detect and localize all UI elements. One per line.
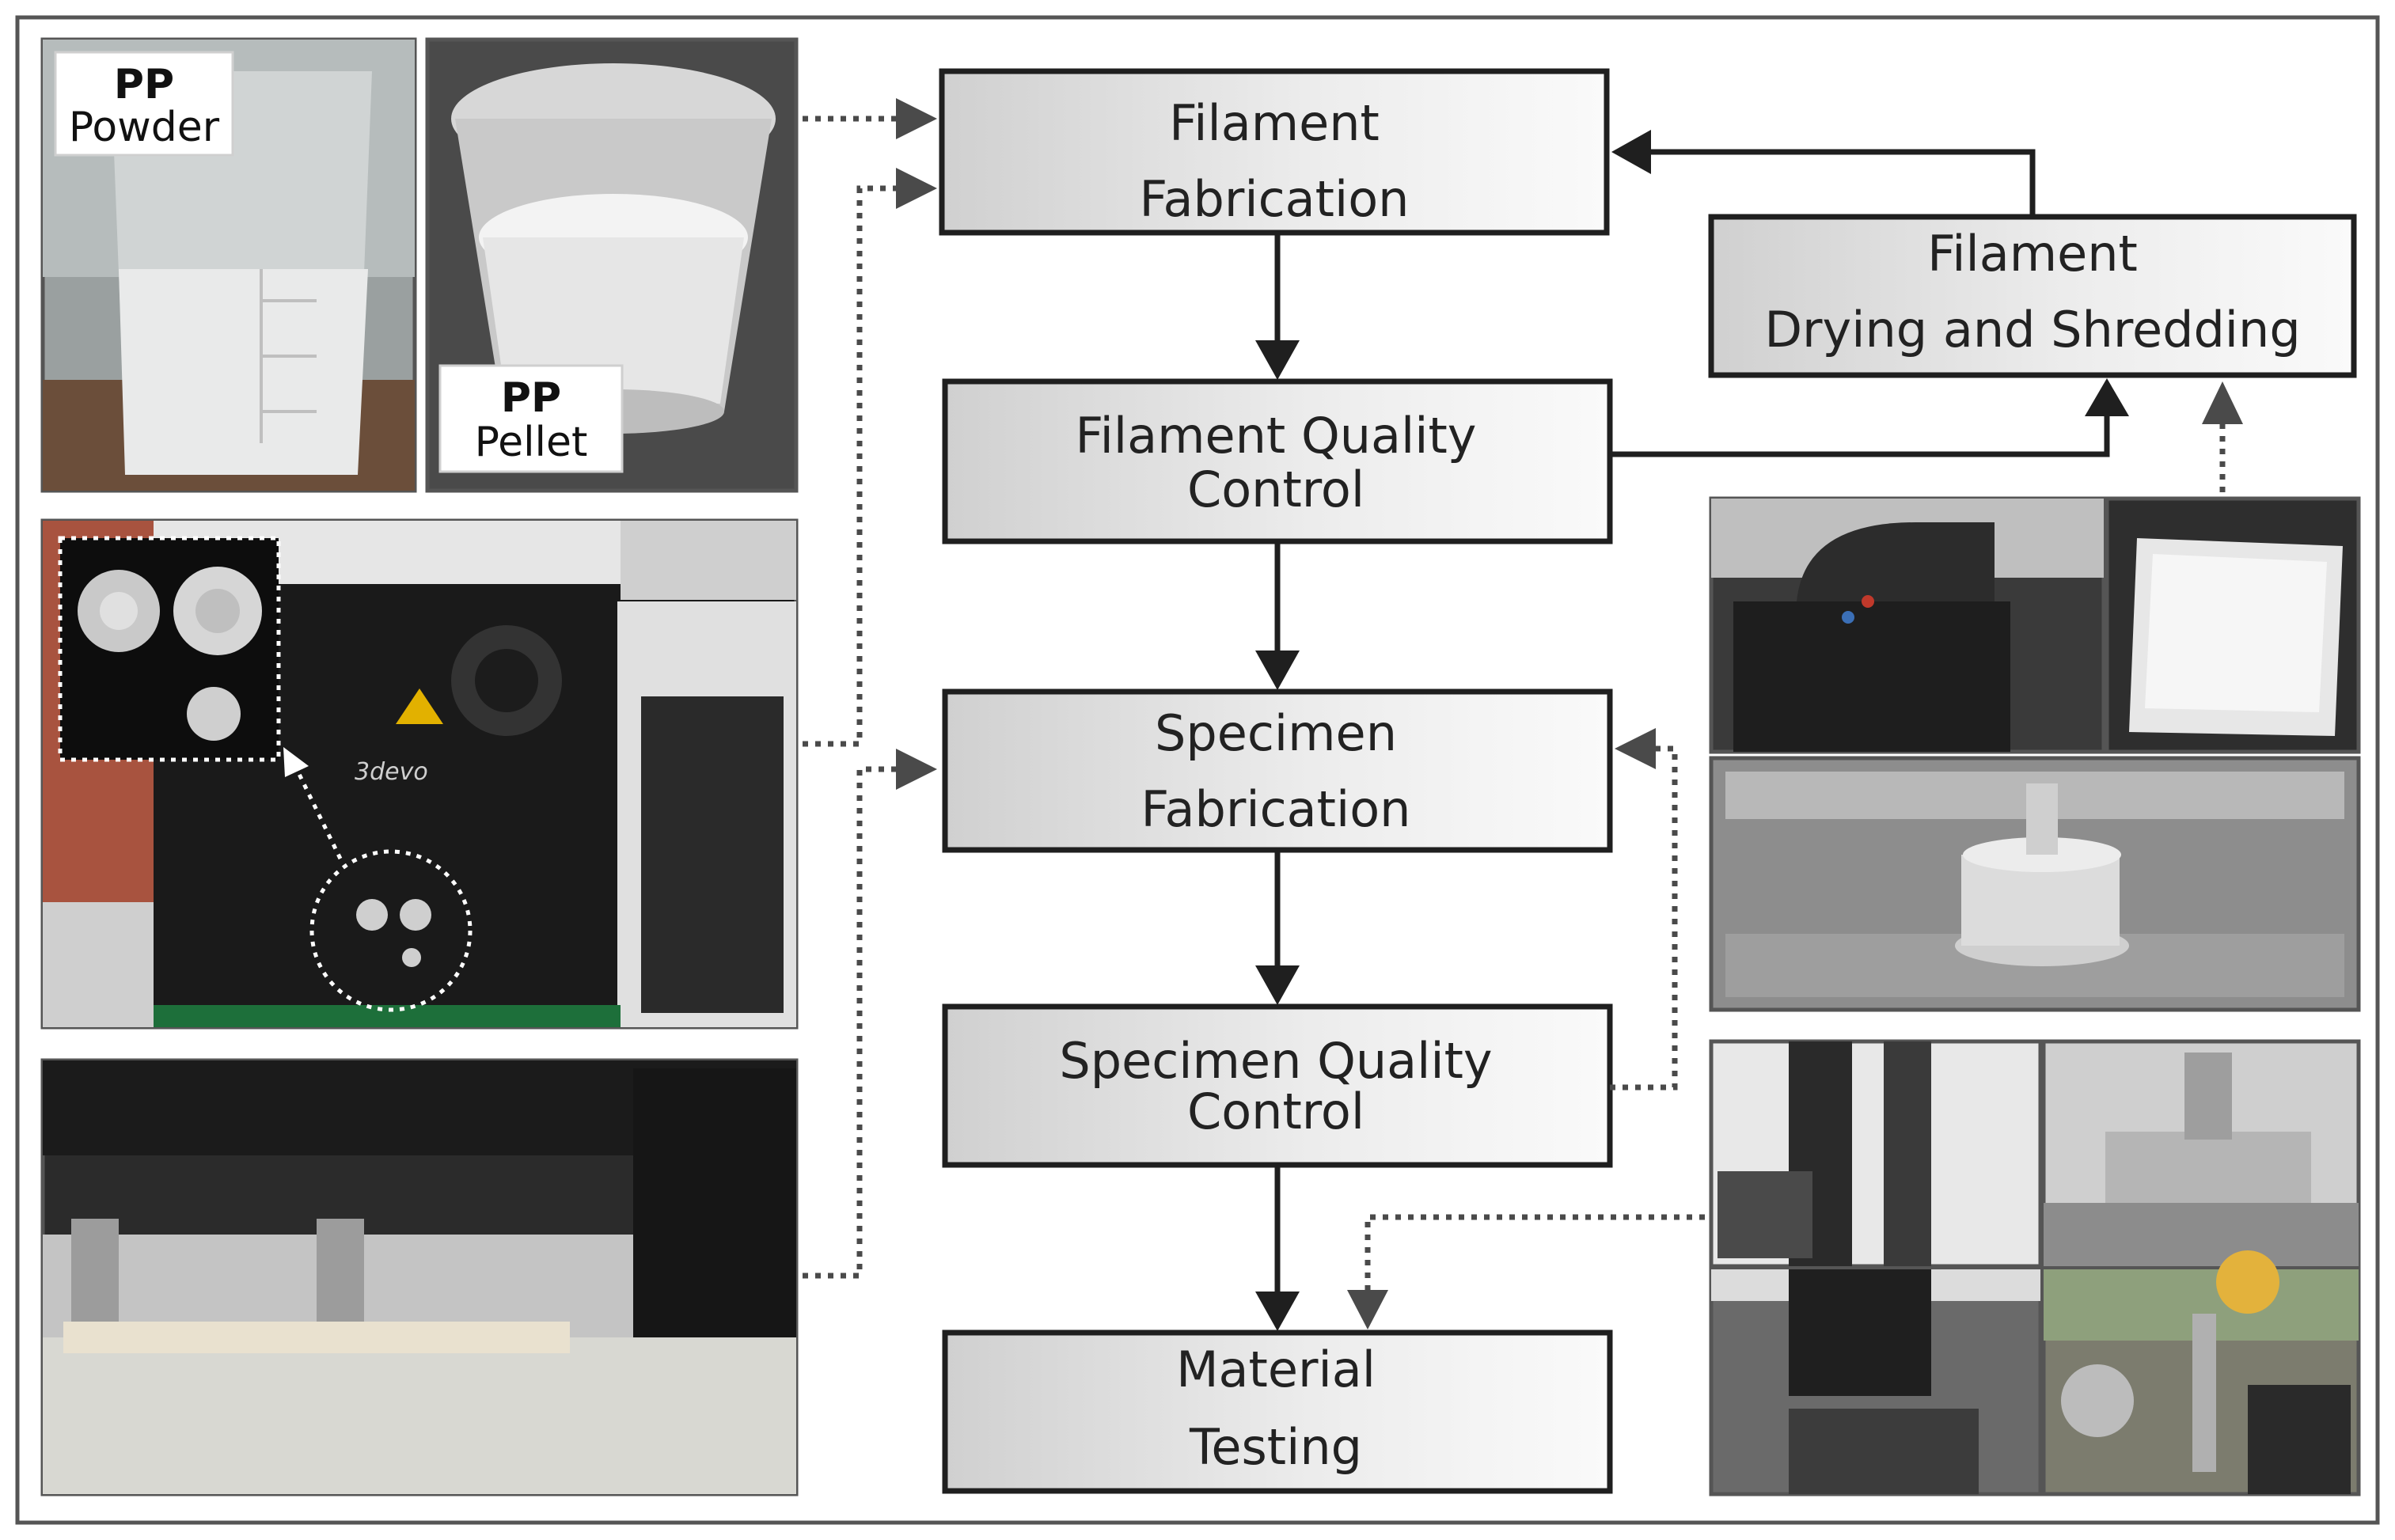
- box-filament-drying-shredding: Filament Drying and Shredding: [1708, 214, 2357, 378]
- box-specimen-quality-control-line2: Control: [1187, 1083, 1365, 1140]
- box-filament-drying-shredding-line2: Drying and Shredding: [1764, 301, 2300, 358]
- arrow-quality-to-drying: [1610, 412, 2110, 457]
- pp-pellet-label-line1: PP: [501, 374, 561, 422]
- flakes-photo: [2105, 496, 2361, 754]
- box-specimen-quality-control: Specimen Quality Control: [942, 1003, 1613, 1168]
- pp-powder-label-line1: PP: [114, 61, 174, 108]
- extruder-logo-text: 3devo: [355, 758, 428, 786]
- box-filament-fabrication-line1: Filament: [1169, 94, 1380, 152]
- pp-pellet-label-line2: Pellet: [475, 419, 588, 466]
- dotted-extruder-to-fabrication: [803, 185, 896, 747]
- box-specimen-fabrication: Specimen Fabrication: [942, 688, 1613, 853]
- box-filament-quality-control-line2: Control: [1187, 461, 1365, 518]
- extruder-photo: 3devo: [40, 518, 799, 1030]
- box-specimen-quality-control-line1: Specimen Quality: [1059, 1032, 1492, 1090]
- box-filament-quality-control: Filament Quality Control: [942, 378, 1613, 544]
- solid-arrows: [1274, 149, 2110, 1295]
- solid-arrow-heads: [1255, 130, 2129, 1331]
- box-material-testing-line1: Material: [1176, 1341, 1376, 1398]
- box-filament-drying-shredding-line1: Filament: [1927, 225, 2138, 283]
- oven-spool-photo: [1709, 756, 2361, 1012]
- shredder-photo: [1709, 496, 2106, 754]
- dotted-arrow-heads: [896, 98, 2243, 1329]
- arrow-drying-to-fabrication: [1648, 149, 2036, 217]
- box-filament-fabrication: Filament Fabrication: [939, 68, 1610, 236]
- box-filament-quality-control-line1: Filament Quality: [1076, 407, 1477, 465]
- pp-powder-label-line2: Powder: [69, 104, 220, 151]
- box-material-testing-line2: Testing: [1189, 1418, 1362, 1476]
- dotted-printer-to-specimen: [803, 766, 896, 1279]
- pp-pellet-photo: PP Pellet: [425, 37, 799, 493]
- pp-powder-photo: PP Powder: [40, 37, 417, 493]
- box-material-testing: Material Testing: [942, 1329, 1613, 1494]
- impact-pendulum-photo: [2041, 1250, 2361, 1496]
- bending-fixture-photo: [2041, 1039, 2361, 1269]
- tensile-grip-photo: [1709, 1039, 2043, 1269]
- box-specimen-fabrication-line2: Fabrication: [1141, 780, 1411, 838]
- box-specimen-fabrication-line1: Specimen: [1155, 704, 1397, 762]
- indenter-photo: [1709, 1267, 2043, 1496]
- dotted-arrows: [803, 116, 2226, 1290]
- box-filament-fabrication-line2: Fabrication: [1140, 170, 1410, 228]
- printer-photo: [40, 1058, 799, 1496]
